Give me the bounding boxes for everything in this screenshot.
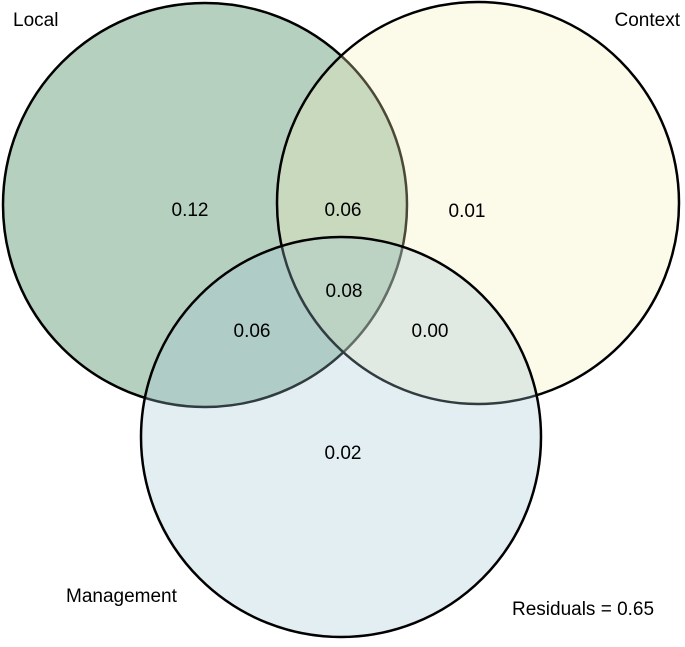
set-label-context: Context <box>614 10 680 31</box>
region-value-local-only: 0.12 <box>171 200 209 221</box>
context-circle <box>275 0 681 406</box>
management-circle <box>139 235 543 639</box>
region-value-local-context: 0.06 <box>324 200 362 221</box>
region-value-center: 0.08 <box>325 281 363 302</box>
region-value-context-management: 0.00 <box>411 321 449 342</box>
residuals-label: Residuals = 0.65 <box>512 599 655 620</box>
region-value-local-management: 0.06 <box>233 321 271 342</box>
region-value-management-only: 0.02 <box>324 443 362 464</box>
region-value-context-only: 0.01 <box>448 201 486 222</box>
set-label-local: Local <box>13 10 59 31</box>
set-label-management: Management <box>66 586 177 607</box>
